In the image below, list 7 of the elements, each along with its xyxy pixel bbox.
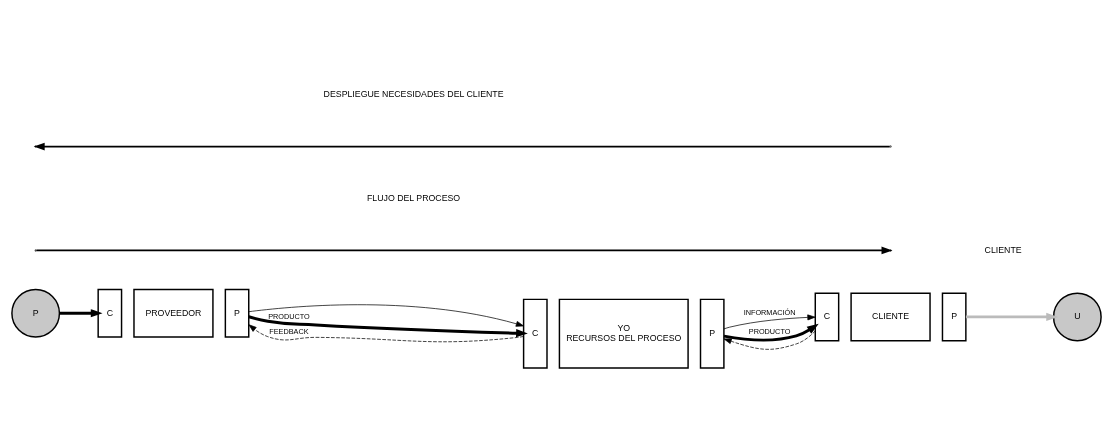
edge-label: PRODUCTO bbox=[268, 311, 310, 321]
edge-label: FEEDBACK bbox=[269, 326, 309, 336]
edge-label: INFORMACIÓN bbox=[743, 307, 796, 317]
label: CLIENTE bbox=[984, 244, 1022, 255]
label: FLUJO DEL PROCESO bbox=[366, 192, 461, 203]
label: DESPLIEGUE NECESIDADES DEL CLIENTE bbox=[323, 88, 504, 99]
edge-label: PRODUCTO bbox=[748, 326, 791, 336]
